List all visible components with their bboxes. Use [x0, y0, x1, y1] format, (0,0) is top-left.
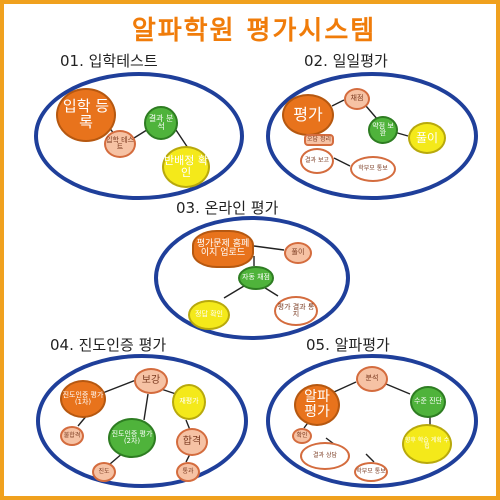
- node-test: 입학 테스트: [104, 130, 136, 158]
- node-second-test: 진도인증 평가(2차): [108, 418, 156, 458]
- node-check: 확인: [292, 428, 312, 444]
- node-level: 수준 진단: [410, 386, 446, 418]
- node-compare: 분석: [356, 366, 388, 392]
- panel-02: 평가 채점 약점 보완 풀이 오답 정리 결과 보고 학부모 통보: [266, 72, 478, 200]
- section-label-03: 03. 온라인 평가: [176, 199, 279, 217]
- node-report: 결과 보고: [300, 148, 334, 174]
- node-first-test: 진도인증 평가(1차): [60, 380, 106, 418]
- node-result: 결과 분석: [144, 106, 178, 140]
- node-solve: 풀이: [408, 122, 446, 154]
- arrow: [365, 453, 375, 463]
- node-done: 통과: [176, 462, 200, 482]
- section-label-02: 02. 일일평가: [304, 52, 388, 70]
- node-grading: 채점: [344, 88, 370, 110]
- node-result: 결과 상담: [300, 442, 350, 470]
- node-upload: 평가문제 홈페이지 업로드: [192, 230, 254, 268]
- arrow: [175, 129, 189, 149]
- node-notice: 학부모 통보: [354, 462, 388, 482]
- node-auto-grading: 자동 채점: [238, 266, 274, 290]
- node-record: 평가 결과 통지: [274, 296, 318, 326]
- node-review: 오답 정리: [304, 134, 334, 146]
- node-entry: 입학 등록: [56, 88, 116, 142]
- node-solve: 풀이: [284, 242, 312, 264]
- arrow: [331, 99, 345, 107]
- node-alpha-eval: 알파 평가: [294, 384, 340, 426]
- arrow: [143, 393, 149, 421]
- section-label-05: 05. 알파평가: [306, 336, 390, 354]
- node-fail: 불합격: [60, 426, 84, 446]
- panel-04: 진도인증 평가(1차) 보강 재평가 진도인증 평가(2차) 합격 불합격 진도…: [36, 354, 248, 488]
- arrow: [385, 383, 411, 395]
- node-weak: 약점 보완: [368, 116, 398, 144]
- node-notice: 학부모 통보: [350, 156, 396, 182]
- node-answer: 정답 확인: [188, 300, 230, 330]
- arrow: [333, 157, 351, 167]
- panel-01: 입학 등록 입학 테스트 결과 분석 반배정 확인: [34, 72, 244, 200]
- node-class: 반배정 확인: [162, 146, 210, 188]
- node-retry: 재평가: [172, 384, 206, 420]
- node-plan: 향후 학습 계획 수립: [402, 424, 452, 464]
- arrow: [99, 379, 137, 395]
- arrow: [333, 381, 357, 393]
- node-lecture: 보강: [134, 368, 168, 394]
- page-title: 알파학원 평가시스템: [131, 16, 377, 46]
- node-next: 진도: [92, 462, 116, 482]
- node-pass: 합격: [176, 428, 208, 456]
- arrow: [223, 285, 245, 299]
- panel-05: 알파 평가 분석 수준 진단 향후 학습 계획 수립 확인 결과 상담 학부모 …: [266, 354, 478, 488]
- node-evaluation: 평가: [282, 94, 334, 136]
- section-label-01: 01. 입학테스트: [60, 52, 158, 70]
- arrow: [253, 245, 285, 251]
- section-label-04: 04. 진도인증 평가: [50, 336, 167, 354]
- panel-03: 평가문제 홈페이지 업로드 풀이 자동 채점 정답 확인 평가 결과 통지: [154, 216, 350, 340]
